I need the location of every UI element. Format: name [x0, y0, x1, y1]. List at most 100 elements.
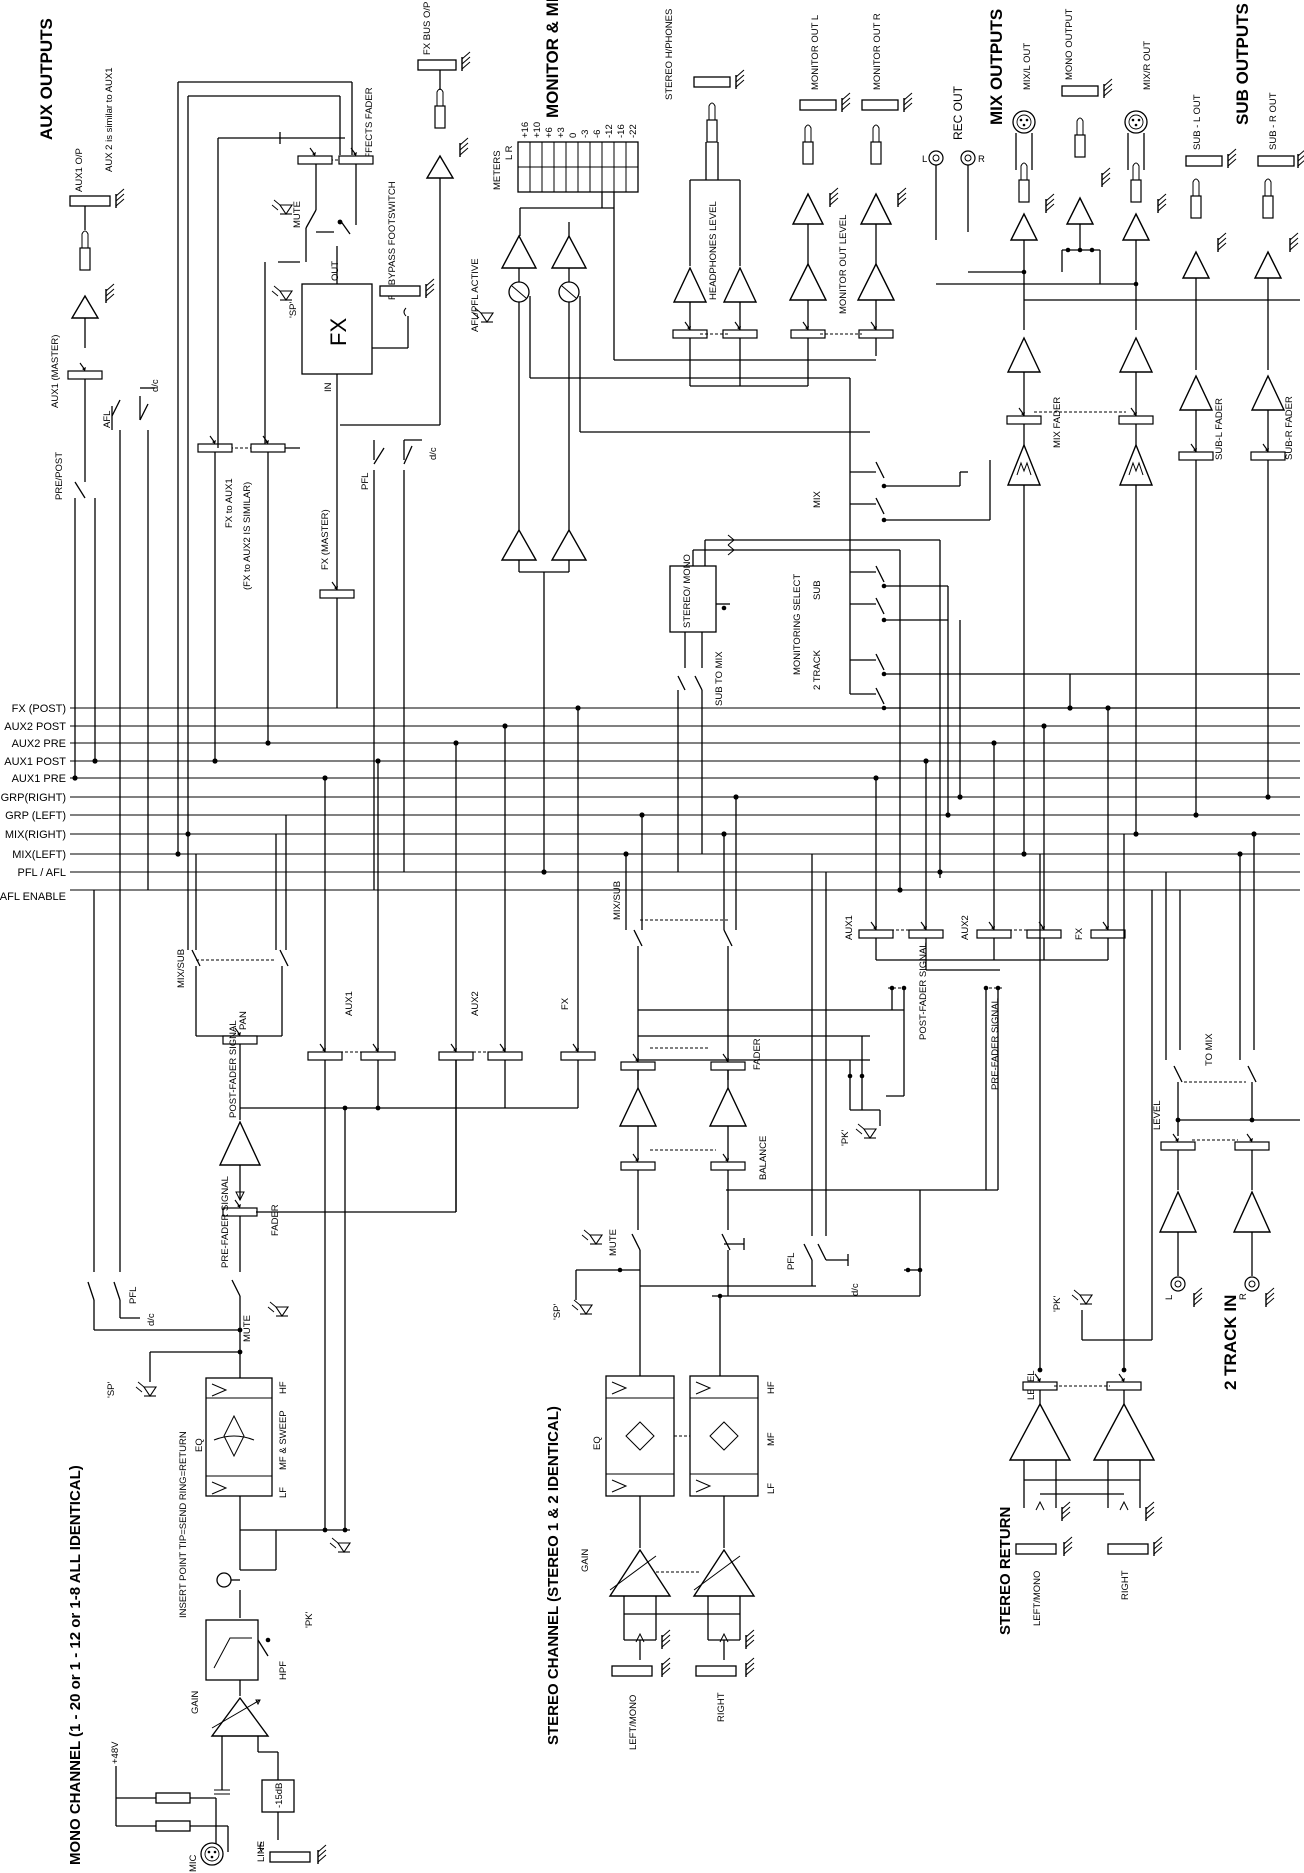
stereo-mf-label: MF	[766, 1432, 777, 1446]
two-track-amp-right	[1232, 1190, 1272, 1233]
fx-mute-label: MUTE	[292, 201, 303, 228]
mic-label: MIC	[188, 1854, 199, 1872]
fx-dc-label: d/c	[428, 447, 439, 460]
meter-amp-left	[500, 234, 538, 269]
pfl-afl-amp-left	[500, 528, 538, 561]
mix-l-amp	[1006, 336, 1042, 373]
stereo-dc-label: d/c	[850, 1283, 861, 1296]
mix-outputs-title: MIX OUTPUTS	[987, 9, 1006, 125]
hpf-block	[205, 1619, 259, 1681]
mono-aux2-label: AUX2	[470, 991, 481, 1016]
meter-tick-label: -3	[580, 130, 591, 138]
phantom-power-label: +48V	[110, 1741, 121, 1764]
aux-outputs-title: AUX OUTPUTS	[37, 18, 56, 140]
stereo-aux1-label: AUX1	[844, 915, 855, 940]
sub-l-output-amp	[1181, 250, 1211, 279]
sub-r-output-amp	[1253, 250, 1283, 279]
mix-fader-label: MIX FADER	[1052, 397, 1063, 448]
mono-output-label: MONO OUTPUT	[1064, 9, 1075, 80]
afl-pfl-active-label: AFL/PFL ACTIVE	[470, 258, 481, 332]
monitor-out-amp-left	[791, 192, 825, 225]
meter-tick-label: +10	[532, 122, 543, 138]
return-amp-left	[1008, 1402, 1072, 1461]
stereo-gain-amp-left	[608, 1548, 672, 1597]
stereo-eq-right-block	[689, 1375, 759, 1497]
bus-label-aux1-pre: AUX1 PRE	[12, 773, 66, 785]
stereo-mute-label: MUTE	[608, 1229, 619, 1256]
mono-fx-label: FX	[560, 997, 571, 1010]
pan-label: PAN	[238, 1011, 249, 1030]
sub-output-section: SUB - L OUT SUB - R OUT SUB-L FADER SUB-…	[1178, 92, 1304, 818]
monitor-out-l-label: MONITOR OUT L	[810, 15, 821, 90]
stereo-pk-label: 'PK'	[840, 1130, 851, 1146]
monitoring-select-label: MONITORING SELECT	[792, 574, 803, 675]
hpf-label: HPF	[278, 1661, 289, 1680]
monitor-out-level-label: MONITOR OUT LEVEL	[838, 215, 849, 314]
mix-r-output-amp	[1121, 212, 1151, 241]
mono-post-fader-label: POST-FADER SIGNAL	[228, 1020, 239, 1118]
pad-block	[261, 1779, 295, 1813]
mono-output-amp	[1065, 196, 1095, 225]
stereo-left-mono-label: LEFT/MONO	[628, 1695, 639, 1750]
sub-l-out-label: SUB - L OUT	[1192, 94, 1203, 150]
mono-dc-label: d/c	[146, 1313, 157, 1326]
headphones-amp-left	[672, 266, 708, 303]
monitor-bus-links	[897, 540, 1073, 893]
stereo-hphones-label: STEREO H/PHONES	[664, 9, 675, 100]
bus-label-aux2-post: AUX2 POST	[4, 721, 66, 733]
return-right-label: RIGHT	[1120, 1570, 1131, 1600]
stereo-mix-sub-label: MIX/SUB	[612, 881, 623, 920]
mono-aux1-label: AUX1	[344, 991, 355, 1016]
headphones-amp-right	[722, 266, 758, 303]
two-track-l-label: L	[1164, 1295, 1175, 1300]
mono-hf-label: HF	[278, 1381, 289, 1394]
bus-label-pfl-afl: PFL / AFL	[17, 867, 66, 879]
mono-output-jack	[1061, 85, 1099, 97]
meter-tick-label: +3	[556, 127, 567, 138]
meter-tick-label: -6	[592, 130, 603, 138]
stereo-sp-label: 'SP'	[552, 1304, 563, 1320]
mix-r-amp	[1118, 336, 1154, 373]
stereo-channel-strip: MIX/SUB AUX1 AUX2 FX	[552, 705, 1126, 1750]
fx-bus-output-jack	[417, 59, 457, 71]
sub-r-amp	[1250, 374, 1286, 411]
pad-label: -15dB	[274, 1783, 285, 1808]
sub-r-jack	[1257, 155, 1295, 167]
meter-tick-label: -16	[616, 124, 627, 138]
two-track-level-label: LEVEL	[1152, 1100, 1163, 1130]
stereo-return-section: 'PK' LEVEL LEFT/MONO RIGHT	[1008, 834, 1163, 1626]
rec-out-label: REC OUT	[951, 85, 965, 140]
stereo-hf-label: HF	[766, 1381, 777, 1394]
mono-pk-label: 'PK'	[304, 1612, 315, 1628]
mono-eq-block	[205, 1377, 273, 1497]
stereo-aux2-label: AUX2	[960, 915, 971, 940]
aux1-output-jack	[69, 195, 111, 207]
bus-label-aux1-post: AUX1 POST	[4, 756, 66, 768]
monitor-out-r-label: MONITOR OUT R	[872, 13, 883, 90]
mono-gain-label: GAIN	[190, 1691, 201, 1714]
meter-amp-right	[550, 234, 588, 269]
stereo-fx-label: FX	[1074, 927, 1085, 940]
rec-out-r-label: R	[978, 154, 985, 165]
fx-master-label: FX (MASTER)	[320, 509, 331, 570]
bus-label-mix-right: MIX(RIGHT)	[5, 829, 66, 841]
monitor-out-r-jack	[861, 99, 899, 111]
to-mix-label: TO MIX	[1204, 1033, 1215, 1066]
monitor-meters-title: MONITOR & METERS	[543, 0, 562, 118]
line-input-jack	[269, 1851, 311, 1863]
stereo-channel-title: STEREO CHANNEL (STEREO 1 & 2 IDENTICAL)	[545, 1406, 562, 1745]
phantom-resistor-1	[155, 1792, 191, 1804]
return-amp-right	[1092, 1402, 1156, 1461]
mono-channel-strip: MIX/SUB PAN POST-FADER SIGNAL FADER PRE-…	[87, 705, 596, 1872]
monitor-section: METERS L R +16 +10 +6 +3 0 -3 -6 -12 -16…	[470, 9, 1300, 875]
stereo-fader-label: FADER	[752, 1038, 763, 1070]
return-pk-label: 'PK'	[1052, 1296, 1063, 1312]
two-track-r-label: R	[1238, 1293, 1249, 1300]
stereo-eq-label: EQ	[592, 1436, 603, 1450]
mono-channel-title: MONO CHANNEL (1 - 20 or 1 - 12 or 1-8 AL…	[67, 1465, 84, 1865]
aux-output-section: AUX1 O/P AUX 2 is similar to AUX1 AUX1 (…	[50, 67, 161, 890]
two-track-in-section: TO MIX LEVEL L R	[1152, 831, 1300, 1308]
fx-bypass-label: FX BYPASS FOOTSWITCH	[387, 181, 398, 300]
mono-mute-label: MUTE	[242, 1315, 253, 1342]
